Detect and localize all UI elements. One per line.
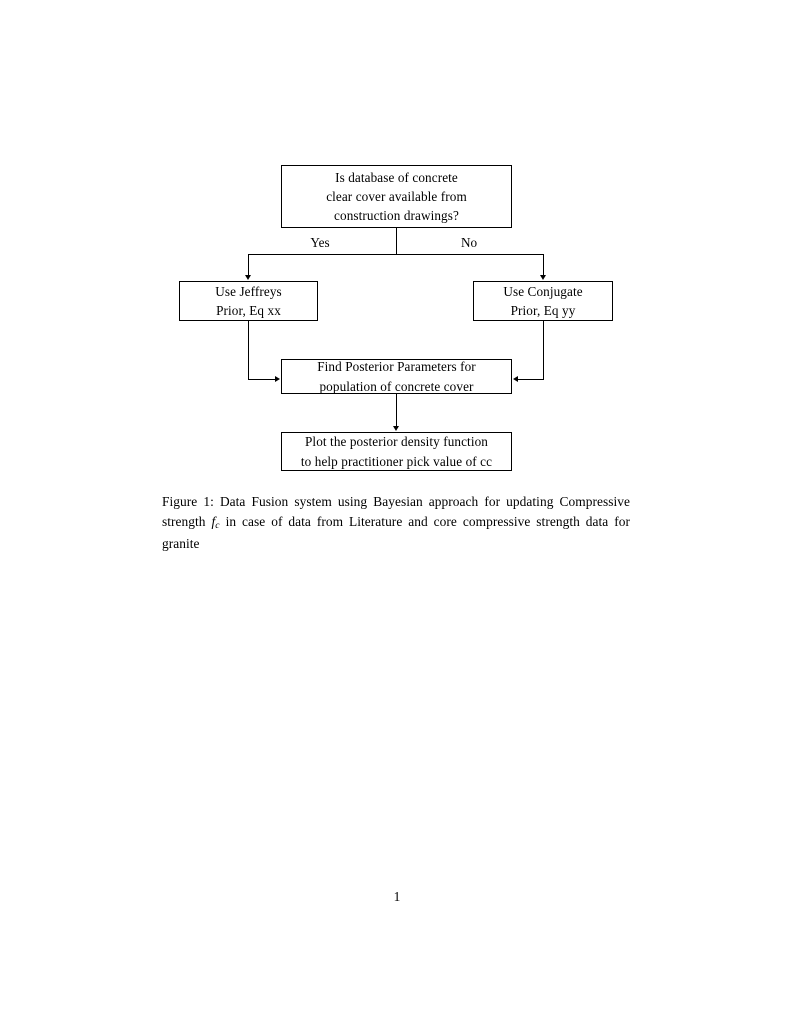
flowchart-node-decision: Is database of concrete clear cover avai…: [281, 165, 512, 228]
caption-math-subscript: c: [215, 520, 220, 532]
flowchart-node-find-posterior-parameters: Find Posterior Parameters for population…: [281, 359, 512, 394]
figure-flowchart: Is database of concrete clear cover avai…: [0, 0, 794, 500]
decision-line-1: Is database of concrete: [335, 169, 458, 185]
arrowhead-into-jeffreys: [245, 275, 252, 280]
posterior-line-1: Find Posterior Parameters for: [317, 359, 476, 375]
flowchart-node-jeffreys-prior: Use Jeffreys Prior, Eq xx: [179, 281, 318, 321]
branch-label-no: No: [460, 235, 478, 250]
connector-jeffreys-down: [248, 321, 249, 380]
plot-line-2: to help practitioner pick value of cc: [300, 453, 493, 469]
jeffreys-line-1: Use Jeffreys: [215, 283, 282, 299]
connector-posterior-to-plot: [396, 394, 397, 426]
decision-line-3: construction drawings?: [334, 208, 459, 224]
connector-split-bar: [248, 254, 544, 255]
arrowhead-into-conjugate: [540, 275, 547, 280]
caption-math-symbol: f: [211, 514, 216, 530]
caption-label: Figure 1:: [162, 494, 214, 509]
flowchart-node-conjugate-prior: Use Conjugate Prior, Eq yy: [473, 281, 613, 321]
posterior-line-2: population of concrete cover: [319, 378, 474, 394]
plot-line-1: Plot the posterior density function: [305, 434, 488, 450]
connector-no-drop: [543, 254, 544, 275]
figure-caption: Figure 1: Data Fusion system using Bayes…: [162, 492, 630, 554]
connector-decision-stem: [396, 228, 397, 255]
arrowhead-into-posterior-left: [275, 376, 280, 383]
jeffreys-line-2: Prior, Eq xx: [216, 303, 281, 318]
arrowhead-into-posterior-right: [512, 376, 518, 383]
connector-jeffreys-right: [248, 379, 275, 380]
connector-conjugate-down: [543, 321, 544, 380]
decision-line-2: clear cover available from: [326, 188, 467, 204]
caption-text-after-math: in case of data from Literature and core…: [162, 514, 630, 551]
arrowhead-into-plot: [393, 426, 400, 431]
connector-conjugate-left: [518, 379, 544, 380]
conjugate-line-1: Use Conjugate: [503, 283, 583, 299]
caption-text-before-math: Data Fusion system using Bayesian approa…: [162, 494, 630, 530]
conjugate-line-2: Prior, Eq yy: [510, 303, 576, 318]
branch-label-yes: Yes: [310, 235, 330, 250]
connector-yes-drop: [248, 254, 249, 275]
flowchart-node-plot-posterior-density: Plot the posterior density function to h…: [281, 432, 512, 471]
page-number: 1: [393, 889, 401, 904]
